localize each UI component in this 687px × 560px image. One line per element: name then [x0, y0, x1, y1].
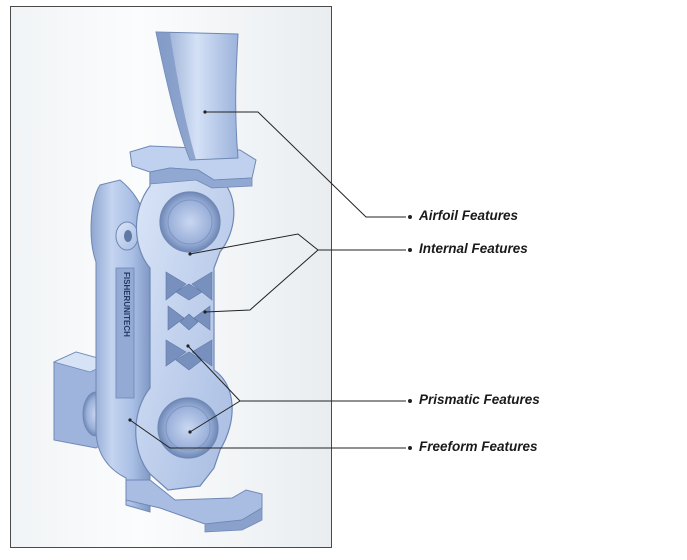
part-marking: FISHERUNITECH — [122, 272, 131, 337]
label-bullet — [408, 446, 412, 450]
airfoil-blade — [155, 31, 239, 161]
label-internal-features: Internal Features — [419, 241, 528, 256]
label-bullet — [408, 215, 412, 219]
label-airfoil-features: Airfoil Features — [419, 208, 519, 223]
lattice-pockets — [165, 271, 213, 371]
label-bullet — [408, 399, 412, 403]
lower-bore — [157, 397, 219, 459]
label-bullet — [408, 248, 412, 252]
leader-endpoints — [128, 110, 207, 434]
upper-bore — [159, 191, 221, 253]
front-frame — [135, 159, 235, 491]
label-prismatic-features: Prismatic Features — [419, 392, 540, 407]
base-foot — [125, 479, 263, 533]
label-freeform-features: Freeform Features — [419, 439, 538, 454]
leader-lines — [129, 111, 406, 449]
